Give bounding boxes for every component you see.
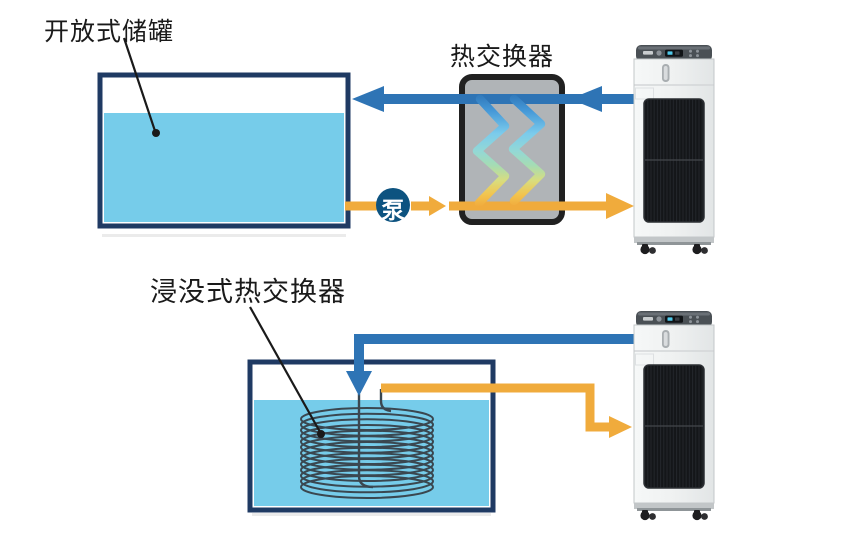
pump-label: 泵 — [381, 197, 405, 223]
tank-shadow — [102, 234, 346, 237]
open-tank-label: 开放式储罐 — [44, 18, 175, 46]
pump-icon — [376, 188, 410, 222]
coil-inlet-tube — [357, 394, 374, 489]
coil-leader-line — [249, 306, 325, 438]
open-tank — [97, 72, 351, 237]
cold-pipe-bottom — [346, 334, 636, 396]
warm-pipe-top — [345, 193, 634, 219]
warm-arrow-into-hx — [429, 196, 446, 216]
cold-arrow-into-tank — [352, 86, 384, 112]
open-tank-leader-line — [122, 37, 160, 137]
heat-exchanger-label: 热交换器 — [450, 43, 555, 71]
warm-arrow-into-chiller-bottom — [609, 416, 632, 438]
heat-exchanger — [345, 74, 636, 225]
cold-arrow-into-immersion-tank — [346, 371, 372, 396]
warm-pipe-bottom — [381, 383, 632, 438]
immersion-coil-label: 浸没式热交换器 — [150, 277, 346, 307]
coil-outlet-tube — [379, 389, 392, 413]
immersion-coil — [300, 389, 434, 499]
open-tank-water — [104, 113, 344, 222]
tank-shadow — [252, 513, 491, 516]
chiller-unit-top — [633, 44, 715, 255]
hx-zigzag-flows — [472, 94, 546, 208]
warm-arrow-into-chiller — [606, 193, 634, 219]
chiller-unit-bottom — [633, 310, 715, 521]
cold-arrow-into-hx — [570, 86, 602, 112]
